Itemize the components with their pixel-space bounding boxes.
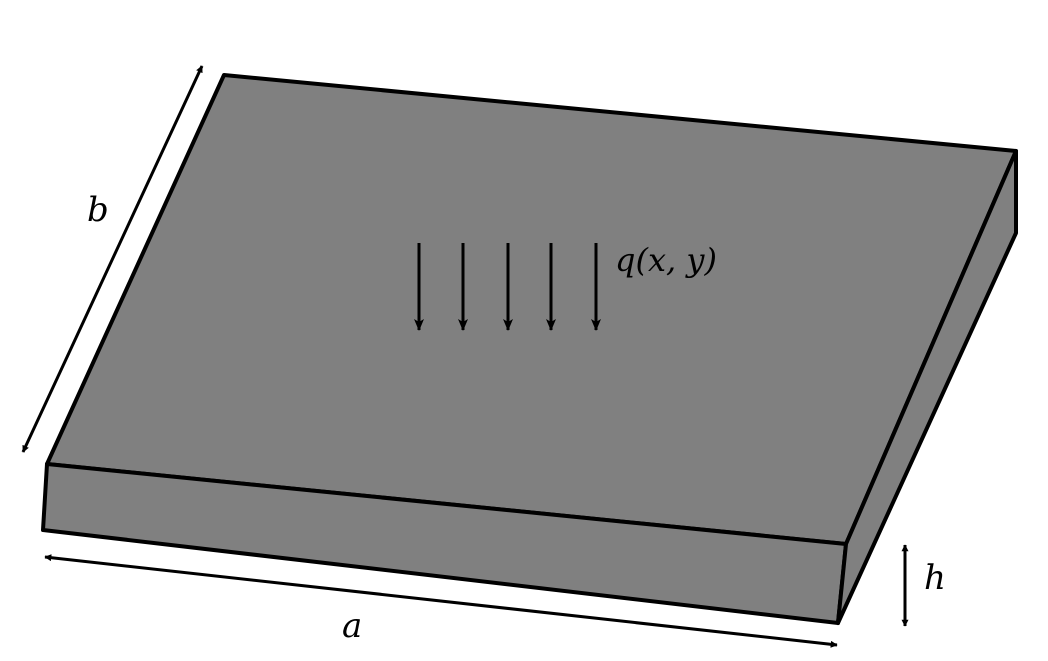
- dimension-b-arrow: [21, 65, 204, 453]
- plate-right-face: [836, 149, 1018, 625]
- plate-top-face: [45, 73, 1018, 546]
- load-arrows: [414, 243, 601, 331]
- label-load-q: q(x, y): [615, 241, 717, 279]
- plate-body: [41, 73, 1018, 625]
- label-a: a: [342, 606, 362, 646]
- dimension-a-arrow: [44, 554, 838, 648]
- label-b: b: [87, 190, 109, 230]
- label-h: h: [924, 558, 946, 598]
- dimension-arrows: [21, 65, 909, 648]
